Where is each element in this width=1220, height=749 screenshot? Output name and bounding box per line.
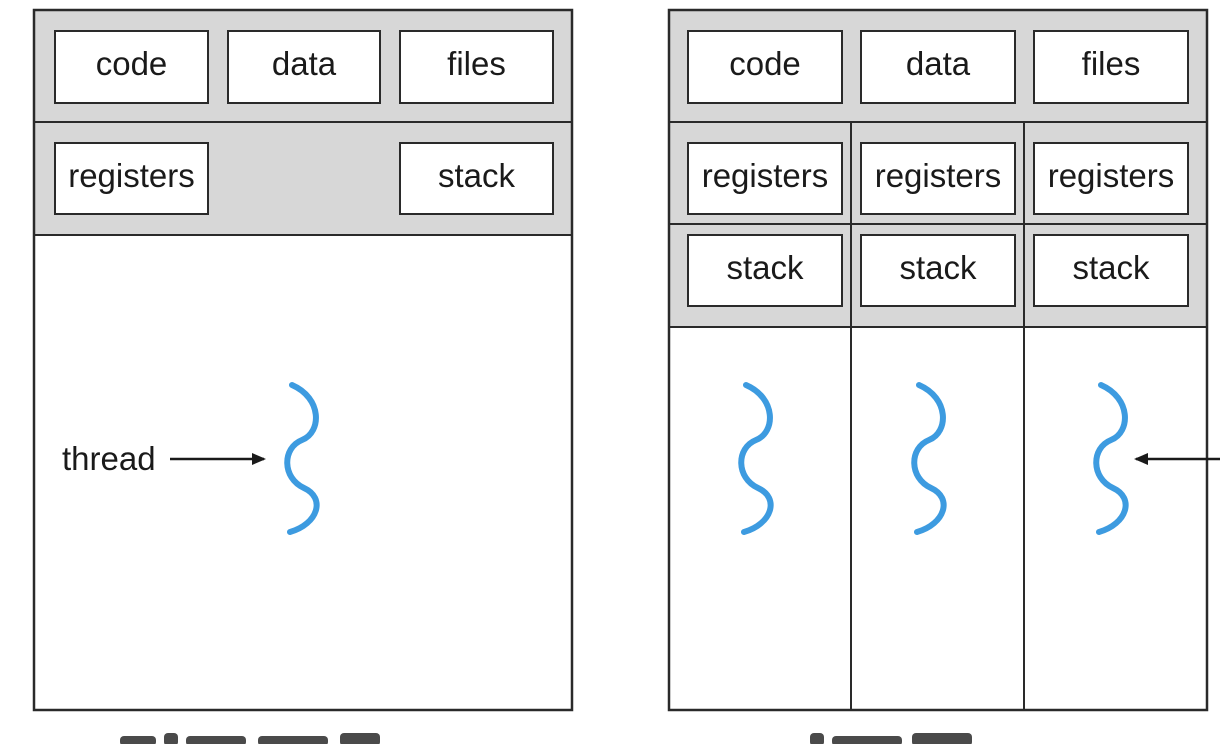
single-stack-label: stack: [438, 157, 516, 194]
thread-1-stack-label: stack: [726, 249, 804, 286]
single-process-frame: [32, 8, 574, 712]
thread-2-context: registers stack: [860, 142, 1016, 307]
thread-2-stack-label: stack: [899, 249, 977, 286]
thread-3-context: registers stack: [1033, 142, 1189, 307]
wavy-thread-icon: [911, 382, 947, 535]
multi-process-frame: [667, 8, 1209, 712]
single-code-label: code: [96, 45, 168, 82]
multi-data-box: data: [860, 30, 1016, 104]
multi-caption-cropped: [810, 733, 972, 746]
multithreaded-process: code data files registers stack register…: [667, 8, 1220, 746]
single-caption-cropped: [120, 733, 380, 746]
single-data-box: data: [227, 30, 381, 104]
single-data-label: data: [272, 45, 337, 82]
multi-files-box: files: [1033, 30, 1189, 104]
thread-label: thread: [62, 440, 156, 477]
single-registers-label: registers: [68, 157, 195, 194]
single-stack-box: stack: [399, 142, 554, 215]
thread-1-registers-label: registers: [702, 157, 829, 194]
thread-3-stack-label: stack: [1072, 249, 1150, 286]
single-threaded-process: code data files registers stack thread: [32, 8, 574, 746]
multi-code-label: code: [729, 45, 801, 82]
single-registers-box: registers: [54, 142, 209, 215]
single-files-box: files: [399, 30, 554, 104]
thread-3-registers-label: registers: [1048, 157, 1175, 194]
multi-code-box: code: [687, 30, 843, 104]
wavy-thread-icon: [738, 382, 774, 535]
thread-2-registers-label: registers: [875, 157, 1002, 194]
thread-1-context: registers stack: [687, 142, 843, 307]
single-files-label: files: [447, 45, 506, 82]
multi-files-label: files: [1082, 45, 1141, 82]
multi-data-label: data: [906, 45, 971, 82]
wavy-thread-icon: [284, 382, 320, 535]
single-code-box: code: [54, 30, 209, 104]
wavy-thread-icon: [1093, 382, 1129, 535]
